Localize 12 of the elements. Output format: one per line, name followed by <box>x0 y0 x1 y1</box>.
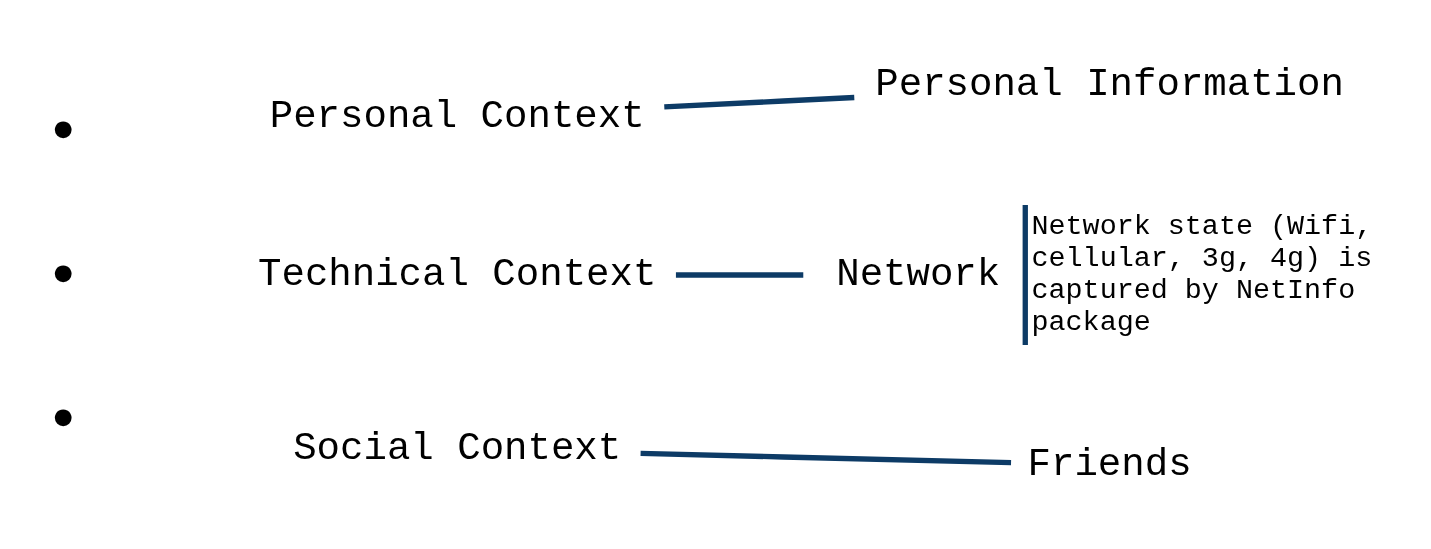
node-text: Technical Context <box>258 251 657 297</box>
label: ● <box>51 251 75 297</box>
connector <box>675 271 804 278</box>
node-text: Network Network state (Wifi, cellular, 3g, 4g) is captured by NetInfo package <box>836 209 1373 339</box>
node-text: Friends <box>1027 441 1192 487</box>
label: ● <box>51 395 75 441</box>
connector <box>640 450 1012 465</box>
connector <box>664 94 855 110</box>
node-text: Personal Information <box>875 61 1344 107</box>
label: ● <box>51 107 75 153</box>
node-text: Personal Context <box>269 93 645 139</box>
node-text: Social Context <box>293 425 622 471</box>
